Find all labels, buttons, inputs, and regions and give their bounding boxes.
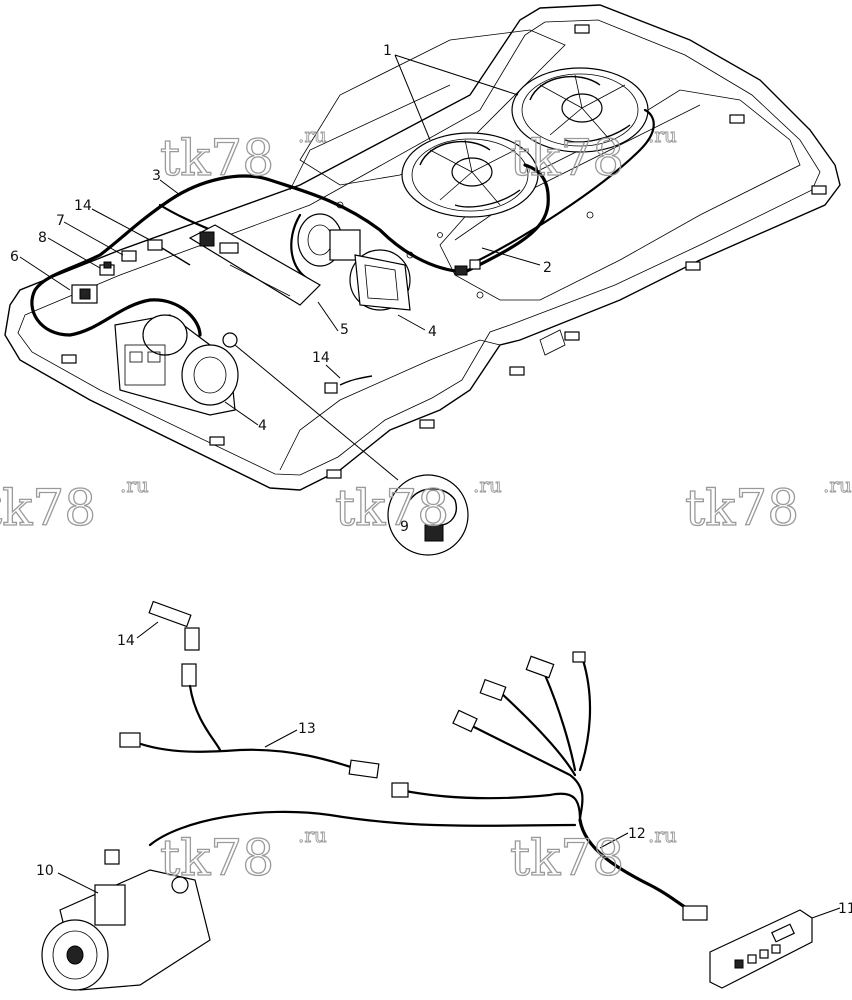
- switch-6: [71, 284, 98, 304]
- watermark-suffix: .ru: [120, 473, 149, 497]
- condenser-fan-left: [401, 132, 539, 218]
- evaporator-blower-right: [297, 213, 411, 311]
- watermarks: tk78 .ru tk78 .ru tk78 .ru tk78 .ru tk78…: [0, 123, 852, 888]
- sensor-8: [99, 261, 115, 276]
- watermark-text: tk78: [335, 479, 449, 537]
- watermark-text: tk78: [510, 829, 624, 887]
- evaporator-blower-left: [114, 314, 239, 416]
- sensor-14-top: [147, 239, 191, 266]
- callout-4-right: 4: [428, 324, 437, 340]
- callout-3: 3: [152, 168, 161, 184]
- callout-13: 13: [298, 721, 316, 737]
- watermark-text: tk78: [160, 829, 274, 887]
- callout-14-mid: 14: [312, 350, 330, 366]
- callout-12: 12: [628, 826, 646, 842]
- watermark-text: tk78: [510, 129, 624, 187]
- watermark-suffix: .ru: [298, 823, 327, 847]
- detail-9-relay: [234, 344, 469, 556]
- callout-labels: 1 2 3 4 4 5 6 7 8 9 10 11 12 13 14 14 14: [10, 43, 852, 917]
- watermark-text: tk78: [685, 479, 799, 537]
- callout-2: 2: [543, 260, 552, 276]
- harness-13: [119, 600, 380, 779]
- callout-10: 10: [36, 863, 54, 879]
- sensor-7: [121, 250, 137, 262]
- watermark-suffix: .ru: [823, 473, 852, 497]
- watermark-suffix: .ru: [473, 473, 502, 497]
- watermark-suffix: .ru: [648, 123, 677, 147]
- callout-9: 9: [400, 519, 409, 535]
- callout-6: 6: [10, 249, 19, 265]
- watermark-suffix: .ru: [648, 823, 677, 847]
- callout-7: 7: [56, 213, 65, 229]
- harness-12: [148, 651, 708, 921]
- sensor-14-mid: [324, 375, 373, 394]
- callout-11: 11: [838, 901, 852, 917]
- callout-4-left: 4: [258, 418, 267, 434]
- roof-unit-housing: [4, 4, 841, 491]
- control-board-5: [188, 224, 321, 306]
- control-panel-11: [709, 909, 813, 989]
- callout-8: 8: [38, 230, 47, 246]
- callout-14-bottom: 14: [117, 633, 135, 649]
- grommet: [222, 332, 238, 348]
- watermark-text: tk78: [160, 129, 274, 187]
- watermark-text: tk78: [0, 479, 96, 537]
- callout-14-top: 14: [74, 198, 92, 214]
- leader-lines: [19, 54, 841, 919]
- watermark-suffix: .ru: [298, 123, 327, 147]
- callout-5: 5: [340, 322, 349, 338]
- connector-2: [454, 259, 481, 276]
- condenser-fan-right: [511, 67, 649, 153]
- callout-1: 1: [383, 43, 392, 59]
- compressor-10: [41, 849, 211, 991]
